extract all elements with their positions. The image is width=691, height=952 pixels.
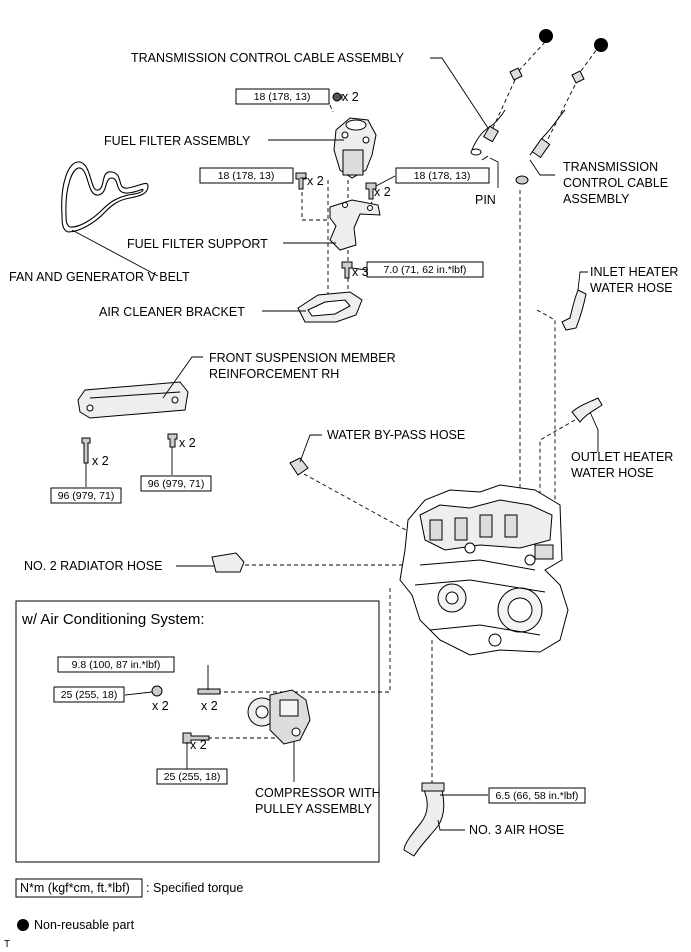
part-labels: TRANSMISSION CONTROL CABLE ASSEMBLY TRAN… bbox=[9, 51, 678, 837]
torque-65: 6.5 (66, 58 in.*lbf) bbox=[496, 790, 579, 802]
ac-section-frame bbox=[15, 600, 380, 863]
quantities: x 2 x 2 x 2 x 3 x 2 x 2 x 2 x 2 x 2 bbox=[92, 90, 391, 752]
legend-unit-desc: : Specified torque bbox=[146, 881, 243, 895]
label-tcc-right-3: ASSEMBLY bbox=[563, 192, 630, 206]
torque-box-96a bbox=[50, 487, 122, 504]
legend-nonreusable-icon bbox=[17, 919, 29, 931]
torque-96a: 96 (979, 71) bbox=[58, 490, 115, 502]
torque-left: 18 (178, 13) bbox=[218, 170, 275, 182]
torque-box-98 bbox=[57, 656, 175, 673]
ac-section-title: w/ Air Conditioning System: bbox=[21, 611, 205, 628]
qty-25b: x 2 bbox=[190, 738, 207, 752]
label-water-bypass: WATER BY-PASS HOSE bbox=[327, 428, 465, 442]
label-fuel-filter-assy: FUEL FILTER ASSEMBLY bbox=[104, 134, 251, 148]
qty-96b: x 2 bbox=[179, 436, 196, 450]
qty-25a: x 2 bbox=[152, 699, 169, 713]
legend-unit-box bbox=[15, 878, 143, 898]
label-tcc-right-1: TRANSMISSION bbox=[563, 160, 658, 174]
legend: N*m (kgf*cm, ft.*lbf) : Specified torque… bbox=[4, 878, 243, 950]
label-tcc-top: TRANSMISSION CONTROL CABLE ASSEMBLY bbox=[131, 51, 405, 65]
label-inlet-hose-2: WATER HOSE bbox=[590, 281, 673, 295]
fuel-filter-support-part bbox=[329, 199, 381, 251]
hose-parts bbox=[211, 289, 603, 857]
label-outlet-hose-2: WATER HOSE bbox=[571, 466, 654, 480]
transmission-cable-parts bbox=[470, 67, 585, 185]
compressor-part bbox=[247, 689, 311, 745]
engine-assembly bbox=[399, 484, 569, 656]
label-no3-air: NO. 3 AIR HOSE bbox=[469, 823, 564, 837]
front-suspension-reinforcement-part bbox=[77, 381, 189, 419]
leader-lines bbox=[71, 57, 599, 831]
torque-box-top bbox=[235, 88, 330, 105]
label-outlet-hose-1: OUTLET HEATER bbox=[571, 450, 673, 464]
label-tcc-right-2: CONTROL CABLE bbox=[563, 176, 668, 190]
air-cleaner-bracket-part bbox=[297, 291, 363, 323]
torque-box-96b bbox=[140, 475, 212, 492]
label-air-cleaner-bracket: AIR CLEANER BRACKET bbox=[99, 305, 245, 319]
label-compressor-1: COMPRESSOR WITH bbox=[255, 786, 381, 800]
torque-top: 18 (178, 13) bbox=[254, 91, 311, 103]
torque-box-left bbox=[199, 167, 294, 184]
nonreusable-mark-2 bbox=[594, 38, 608, 52]
qty-left: x 2 bbox=[307, 174, 324, 188]
torque-box-65 bbox=[488, 787, 586, 804]
legend-nonreusable: Non-reusable part bbox=[34, 918, 135, 932]
legend-unit: N*m (kgf*cm, ft.*lbf) bbox=[20, 881, 130, 895]
label-fuel-filter-support: FUEL FILTER SUPPORT bbox=[127, 237, 268, 251]
label-pin: PIN bbox=[475, 193, 496, 207]
fuel-filter-part bbox=[332, 92, 377, 179]
torque-box-7 bbox=[366, 261, 484, 278]
qty-96a: x 2 bbox=[92, 454, 109, 468]
label-fan-belt: FAN AND GENERATOR V BELT bbox=[9, 270, 190, 284]
torque-right: 18 (178, 13) bbox=[414, 170, 471, 182]
torque-box-right bbox=[395, 167, 490, 184]
torque-25b: 25 (255, 18) bbox=[164, 771, 221, 783]
torque-7: 7.0 (71, 62 in.*lbf) bbox=[384, 264, 467, 276]
label-compressor-2: PULLEY ASSEMBLY bbox=[255, 802, 373, 816]
nonreusable-mark-1 bbox=[539, 29, 553, 43]
label-front-susp-1: FRONT SUSPENSION MEMBER bbox=[209, 351, 396, 365]
torque-96b: 96 (979, 71) bbox=[148, 478, 205, 490]
alignment-lines bbox=[208, 41, 601, 785]
v-belt-part bbox=[61, 161, 149, 233]
label-front-susp-2: REINFORCEMENT RH bbox=[209, 367, 339, 381]
qty-right: x 2 bbox=[374, 185, 391, 199]
torque-box-25b bbox=[156, 768, 228, 785]
label-inlet-hose-1: INLET HEATER bbox=[590, 265, 678, 279]
qty-7: x 3 bbox=[352, 265, 369, 279]
qty-top: x 2 bbox=[342, 90, 359, 104]
torque-box-25a bbox=[53, 686, 125, 703]
bolt-parts bbox=[81, 172, 377, 744]
corner-mark: T bbox=[4, 939, 10, 950]
torque-25a: 25 (255, 18) bbox=[61, 689, 118, 701]
torque-98: 9.8 (100, 87 in.*lbf) bbox=[72, 659, 161, 671]
torque-specs: 18 (178, 13) 18 (178, 13) 18 (178, 13) 7… bbox=[50, 88, 586, 804]
qty-98: x 2 bbox=[201, 699, 218, 713]
label-no2-radiator: NO. 2 RADIATOR HOSE bbox=[24, 559, 162, 573]
